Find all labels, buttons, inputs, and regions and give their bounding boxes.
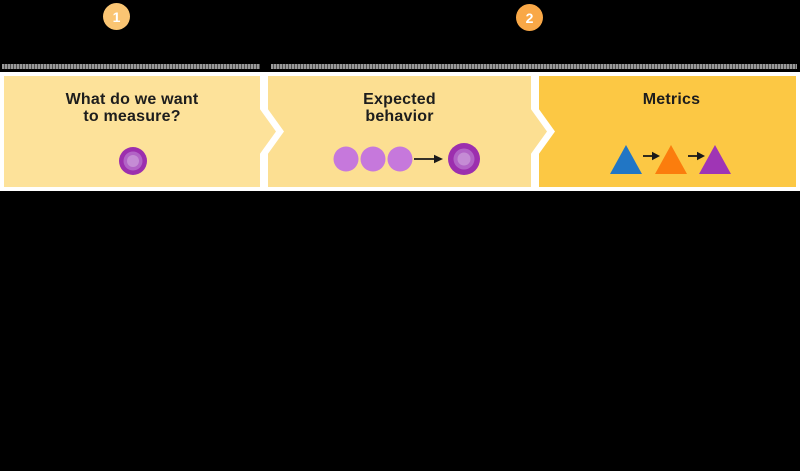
stage-expected-behavior: Expected behavior xyxy=(268,76,547,187)
triangle-progression-icon xyxy=(610,145,731,174)
stage-1-title: What do we want to measure? xyxy=(4,91,260,125)
stage-2-title-line-2: behavior xyxy=(365,108,434,125)
step-1-badge: 1 xyxy=(103,3,130,30)
concentric-circles-icon xyxy=(119,147,147,175)
stage-2-title-line-1: Expected xyxy=(363,91,436,108)
dots-to-target-icon xyxy=(333,143,480,175)
stage-1-title-line-1: What do we want xyxy=(65,91,199,108)
process-banner: What do we want to measure? Expected beh… xyxy=(0,72,800,191)
stage-3-title-line-1: Metrics xyxy=(642,91,701,108)
stage-3-title: Metrics xyxy=(547,91,796,108)
timeline-track-segment-2 xyxy=(271,64,797,69)
step-2-badge: 2 xyxy=(516,4,543,31)
stage-2-title: Expected behavior xyxy=(268,91,531,125)
timeline-track-segment-1 xyxy=(2,64,260,69)
stage-1-title-line-2: to measure? xyxy=(83,108,181,125)
stage-metrics: Metrics xyxy=(539,76,796,187)
stage-what-to-measure: What do we want to measure? xyxy=(4,76,276,187)
